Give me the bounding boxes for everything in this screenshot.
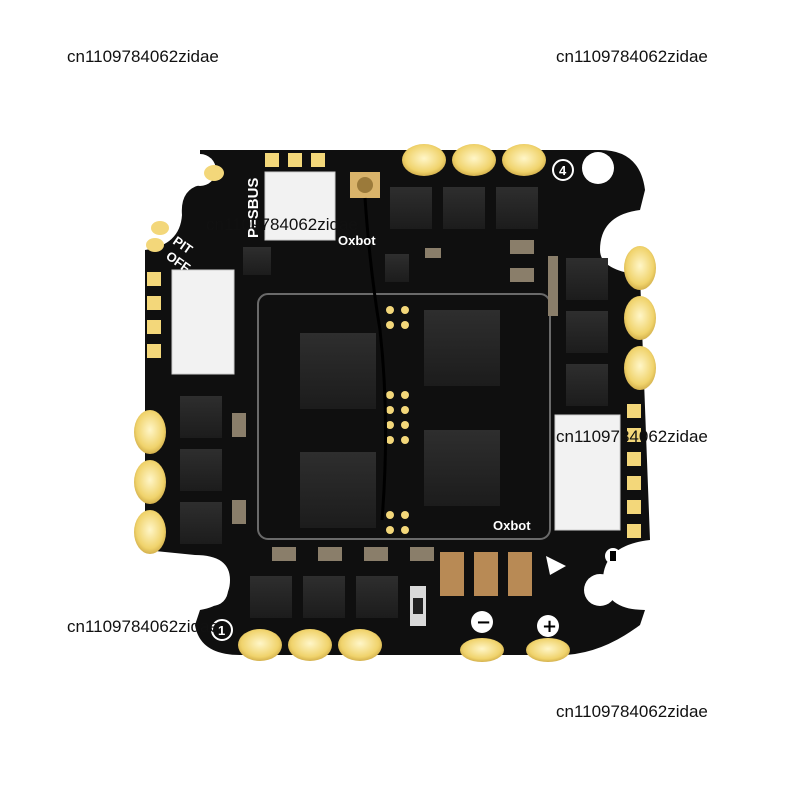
silk-text: 3 [618,223,625,238]
motor-pads-left [134,410,166,554]
watermark-bottom-left: cn1109784062zidae [67,617,219,636]
polarity-plus: + [537,615,559,637]
polarity-minus: − [471,611,493,633]
silk-brand-top: Oxbot [338,233,376,248]
motor-pads-right [624,246,656,390]
solder-pads-top [146,153,325,252]
motor-number-4: 4 [552,159,574,181]
antenna-wire [363,197,388,521]
silk-text: 4 [559,163,567,178]
silk-text: + [542,616,557,637]
motor-number-2: 2 [151,557,173,579]
watermark-mid-left: cn1109784062zidae [206,215,358,234]
motor-number-3: 3 [611,219,633,241]
silk-protocol-label: P=SBUS [245,178,262,238]
small-pads-grid [386,306,409,534]
silk-text: − [476,612,491,633]
motor-pads-top [402,144,546,176]
motor-number-1: 1 [211,619,233,641]
esc-region [257,293,551,540]
silk-text: 2 [158,561,165,576]
connector-left [171,269,235,375]
mosfet-chips [180,187,608,618]
watermark-bottom-right: cn1109784062zidae [556,702,708,721]
connector-top [264,171,336,241]
solder-pads-right [627,404,641,538]
direction-arrow [546,556,566,575]
watermark-top-left: cn1109784062zidae [67,47,219,66]
watermark-mid-right: cn1109784062zidae [556,427,708,446]
connector-right [554,414,621,531]
silk-brand-bottom: Oxbot [493,518,531,533]
solder-pads-left [147,272,161,358]
driver-chips [243,247,500,528]
power-pads [440,552,532,596]
passive-components [232,240,558,561]
watermark-top-right: cn1109784062zidae [556,47,708,66]
motor-pads-bottom [238,629,570,662]
silk-text: 1 [218,623,225,638]
